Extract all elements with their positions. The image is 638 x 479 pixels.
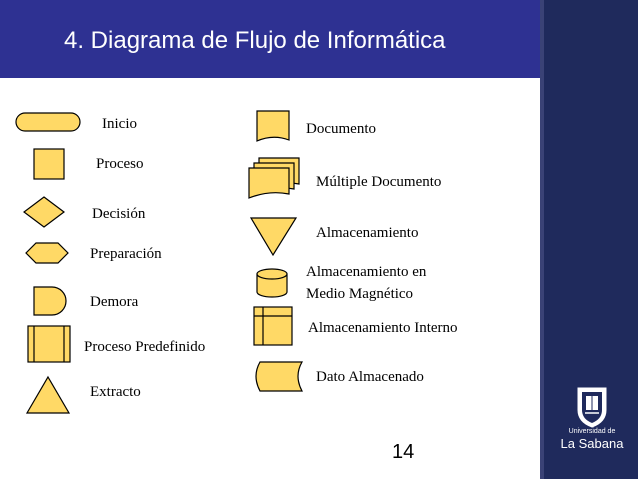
storage-symbol	[249, 217, 298, 257]
label-almacenamiento-interno: Almacenamiento Interno	[308, 320, 458, 336]
label-decision: Decisión	[92, 206, 146, 222]
multi-document-front	[248, 167, 290, 199]
logo-line-2: La Sabana	[560, 436, 624, 451]
page-number: 14	[392, 441, 415, 463]
predefined-process-symbol	[27, 325, 71, 363]
title-bar: 4. Diagrama de Flujo de Informática	[0, 0, 540, 78]
shield-icon	[577, 387, 607, 428]
label-demora: Demora	[90, 294, 139, 310]
document-symbol	[256, 110, 290, 142]
flowchart-symbols	[15, 110, 304, 414]
magnetic-storage-top	[256, 268, 288, 280]
magnetic-storage-symbol	[256, 274, 288, 298]
label-multiple-documento: Múltiple Documento	[316, 174, 442, 190]
university-logo: Universidad de La Sabana	[556, 384, 628, 454]
label-proceso: Proceso	[96, 156, 144, 172]
label-preparacion: Preparación	[90, 246, 162, 262]
extract-symbol	[25, 375, 71, 414]
preparation-symbol	[25, 242, 69, 264]
stored-data-symbol	[255, 361, 304, 392]
sidebar-divider	[540, 0, 544, 479]
slide-title: 4. Diagrama de Flujo de Informática	[64, 27, 446, 54]
label-inicio: Inicio	[102, 116, 137, 132]
label-dato-almacenado: Dato Almacenado	[316, 369, 424, 385]
logo-line-1: Universidad de	[568, 428, 616, 435]
terminator-symbol	[15, 112, 81, 132]
decision-symbol	[23, 196, 65, 228]
label-extracto: Extracto	[90, 384, 141, 400]
internal-storage-symbol	[253, 306, 293, 346]
label-documento: Documento	[306, 121, 376, 137]
label-almacenamiento-magnetico-1: Almacenamiento en	[306, 264, 427, 280]
process-symbol	[33, 148, 65, 180]
delay-symbol	[33, 286, 67, 316]
label-almacenamiento-magnetico-2: Medio Magnético	[306, 286, 414, 302]
label-almacenamiento: Almacenamiento	[316, 225, 419, 241]
label-proceso-predefinido: Proceso Predefinido	[84, 339, 206, 355]
